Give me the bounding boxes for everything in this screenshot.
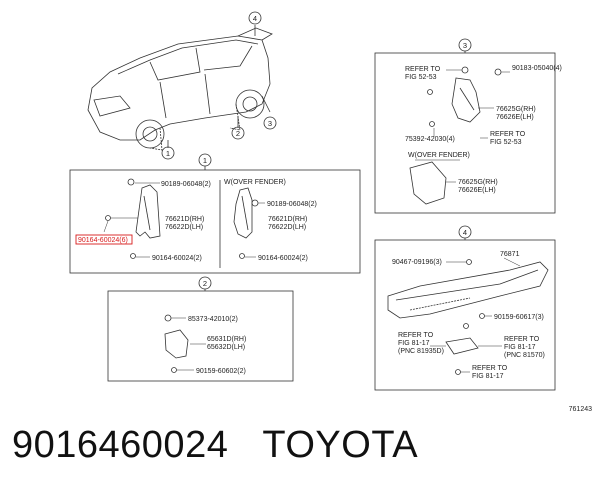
p4-refer-bottom-line1: REFER TO [472,365,508,372]
p4-screw-label: 90159-60617(3) [494,314,544,321]
p4-refer-left-line3: (PNC 81935D) [398,348,444,355]
mud-flap-rear-over-fender [409,161,447,205]
caption-part-number: 9016460024 [12,424,229,466]
p3-refer-bot-line2: FIG 52-53 [490,139,522,146]
p3-refer-bot-line1: REFER TO [490,131,526,138]
callout-4-circle [248,11,262,25]
p3-v-part-lh-label: 76626E(LH) [458,187,496,194]
p1-variant-title: W(OVER FENDER) [224,179,286,186]
p4-clip-top-label: 90467-09196(3) [392,259,442,266]
panel-3-number: 3 [463,41,467,50]
p3-screw-label: 90183-05040(4) [512,65,562,72]
p1-v-part-lh-label: 76622D(LH) [268,224,306,231]
p3-part-rh-label: 76625G(RH) [496,106,536,113]
p4-refer-right-line1: REFER TO [504,336,540,343]
fender-liner [164,314,189,373]
p1-part-lh-label: 76622D(LH) [165,224,203,231]
p4-refer-left-line2: FIG 81-17 [398,340,430,347]
callout-2-label: 2 [236,129,240,138]
p2-top-clip-label: 85373-42010(2) [188,316,238,323]
p3-clip-label: 75392-42030(4) [405,136,455,143]
p3-v-part-rh-label: 76625G(RH) [458,179,498,186]
panel-2-number: 2 [203,279,207,288]
p2-part-rh-label: 65631D(RH) [207,336,246,343]
panel-1 [69,169,361,274]
panel-2 [107,290,294,382]
panel-1-number: 1 [203,156,207,165]
p3-variant-title: W(OVER FENDER) [408,152,470,159]
callout-1-circle [161,146,175,160]
callout-3-label: 3 [268,119,272,128]
p1-v-part-rh-label: 76621D(RH) [268,216,307,223]
p1-v-top-bolt-label: 90189-06048(2) [267,201,317,208]
p1-v-bottom-clip-label: 90164-60024(2) [258,255,308,262]
p1-part-rh-label: 76621D(RH) [165,216,204,223]
caption-brand: TOYOTA [262,424,419,466]
p3-part-lh-label: 76626E(LH) [496,114,534,121]
p4-refer-right-line3: (PNC 81570) [504,352,545,359]
p2-part-lh-label: 65632D(LH) [207,344,245,351]
diagram-id: 761243 [569,406,592,413]
mudguard-rh [105,178,161,259]
p1-bottom-clip-label: 90164-60024(2) [152,255,202,262]
caption: 9016460024 TOYOTA [12,424,418,467]
panel-4-number: 4 [463,228,467,237]
p4-refer-left-line1: REFER TO [398,332,434,339]
p2-bottom-clip-label: 90159-60602(2) [196,368,246,375]
callout-4-label: 4 [253,14,257,23]
highlighted-part-box [75,234,133,245]
mud-flap-rear [427,66,502,127]
vehicle-illustration [87,25,273,151]
callout-1-label: 1 [166,149,170,158]
p1-highlighted-clip-label[interactable]: 90164-60024(6) [78,237,128,244]
callout-2-circle [231,126,245,140]
p4-refer-right-line2: FIG 81-17 [504,344,536,351]
callout-3-circle [263,116,277,130]
p4-spoiler-label: 76871 [500,251,520,258]
mudguard-lh-over-fender [233,187,259,259]
p3-refer-top-line1: REFER TO [405,66,441,73]
rear-spoiler [387,259,549,375]
p3-refer-top-line2: FIG 52-53 [405,74,437,81]
p4-refer-bottom-line2: FIG 81-17 [472,373,504,380]
p1-top-bolt-label: 90189-06048(2) [161,181,211,188]
